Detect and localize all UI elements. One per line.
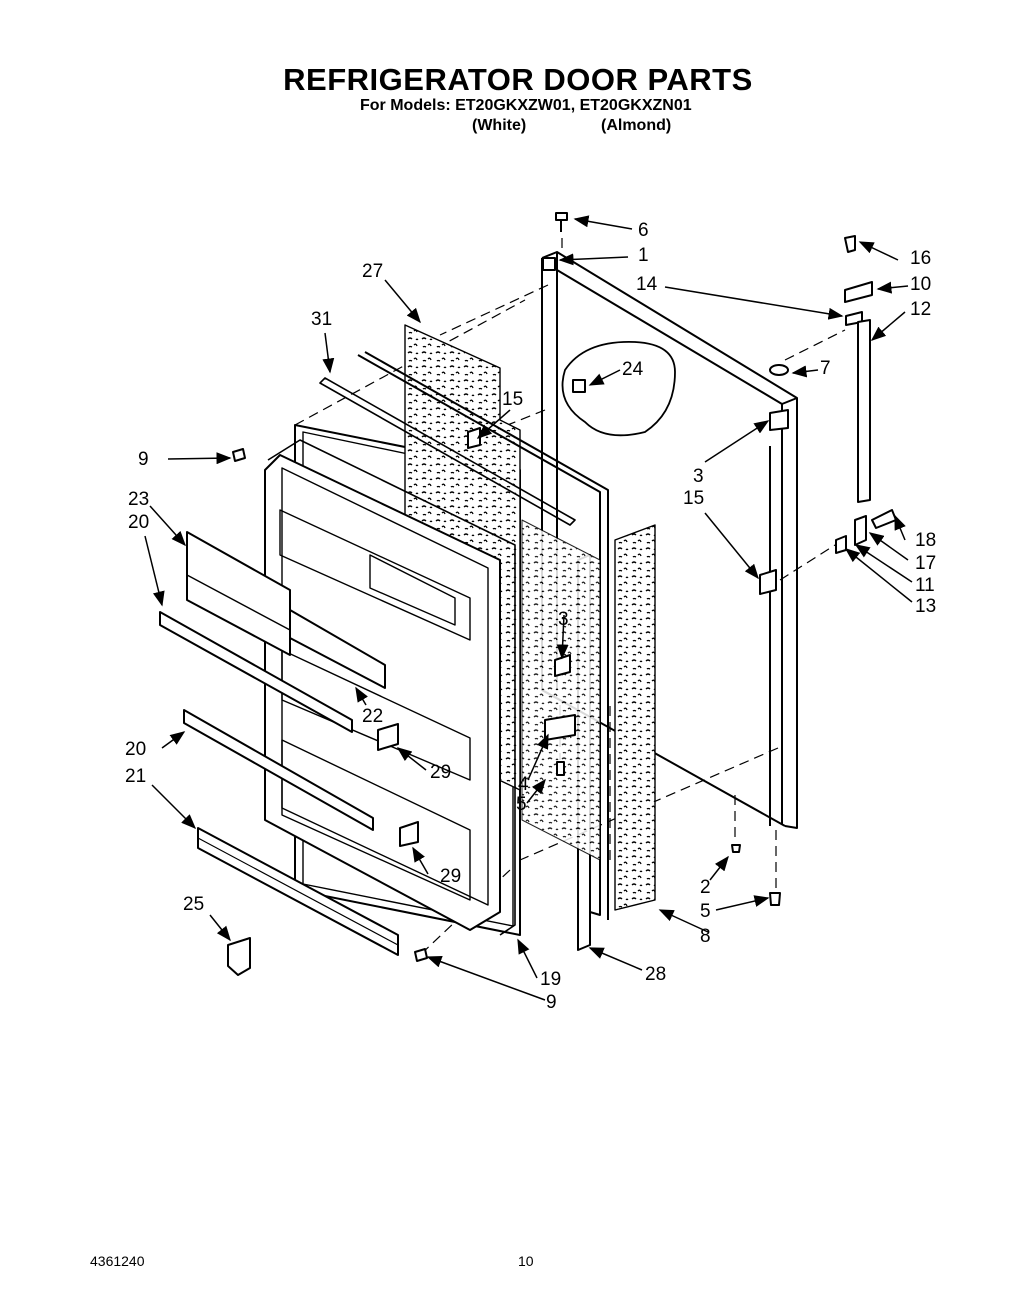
callout-9-lower: 9 — [546, 992, 557, 1013]
callout-18: 18 — [915, 530, 936, 551]
leader-lines — [144, 215, 913, 1001]
callout-9-upper: 9 — [138, 449, 149, 470]
panel-brackets — [467, 364, 789, 741]
callout-3-right: 3 — [693, 466, 704, 487]
callout-10: 10 — [910, 274, 931, 295]
insulation-strip-8 — [614, 524, 656, 911]
callout-12: 12 — [910, 299, 931, 320]
callout-7: 7 — [820, 358, 831, 379]
callout-24: 24 — [622, 359, 644, 380]
callout-19: 19 — [540, 969, 561, 990]
callout-15-right: 15 — [683, 488, 704, 509]
callout-17: 17 — [915, 553, 936, 574]
inner-door-liner — [264, 439, 516, 936]
callout-25: 25 — [183, 894, 204, 915]
callout-11: 11 — [915, 575, 935, 596]
callout-1: 1 — [638, 245, 649, 266]
callout-5-right: 5 — [700, 901, 711, 922]
callout-29-lower: 29 — [440, 866, 461, 887]
callout-29-upper: 29 — [430, 762, 451, 783]
callout-5-middle: 5 — [516, 794, 527, 815]
page-number: 10 — [518, 1253, 534, 1269]
callout-21: 21 — [125, 766, 146, 787]
callout-23: 23 — [128, 489, 149, 510]
callout-20-upper: 20 — [128, 512, 149, 533]
shelf-retainer-lower — [399, 821, 419, 847]
page-title: REFRIGERATOR DOOR PARTS — [283, 62, 753, 97]
shelf-retainer-upper — [377, 723, 399, 751]
foam-insulation-blob — [561, 341, 676, 437]
callout-27: 27 — [362, 261, 383, 282]
callout-16: 16 — [910, 248, 931, 269]
door-shelves — [159, 531, 399, 956]
callout-22: 22 — [362, 706, 383, 727]
hinge-assembly — [835, 235, 897, 554]
variant-almond: (Almond) — [601, 117, 672, 134]
models-line: For Models: ET20GKXZW01, ET20GKXZN01 — [360, 97, 692, 114]
callout-28: 28 — [645, 964, 666, 985]
callout-13: 13 — [915, 596, 936, 617]
callout-14: 14 — [636, 274, 658, 295]
callout-31: 31 — [311, 309, 332, 330]
callout-labels: 6 1 14 16 10 12 7 24 27 31 15 9 3 15 23 … — [125, 220, 936, 1013]
shelf-bar-31 — [319, 377, 576, 526]
door-stop — [227, 937, 251, 976]
callout-8: 8 — [700, 926, 711, 947]
document-number: 4361240 — [90, 1253, 145, 1269]
callout-3-middle: 3 — [558, 609, 569, 630]
callout-4: 4 — [518, 774, 529, 795]
callout-15-upper: 15 — [502, 389, 523, 410]
blob-clip — [572, 379, 586, 393]
callout-20-lower: 20 — [125, 739, 146, 760]
callout-2: 2 — [700, 877, 711, 898]
insulation-strip-right — [521, 519, 601, 861]
variant-white: (White) — [472, 117, 527, 134]
callout-6: 6 — [638, 220, 649, 241]
